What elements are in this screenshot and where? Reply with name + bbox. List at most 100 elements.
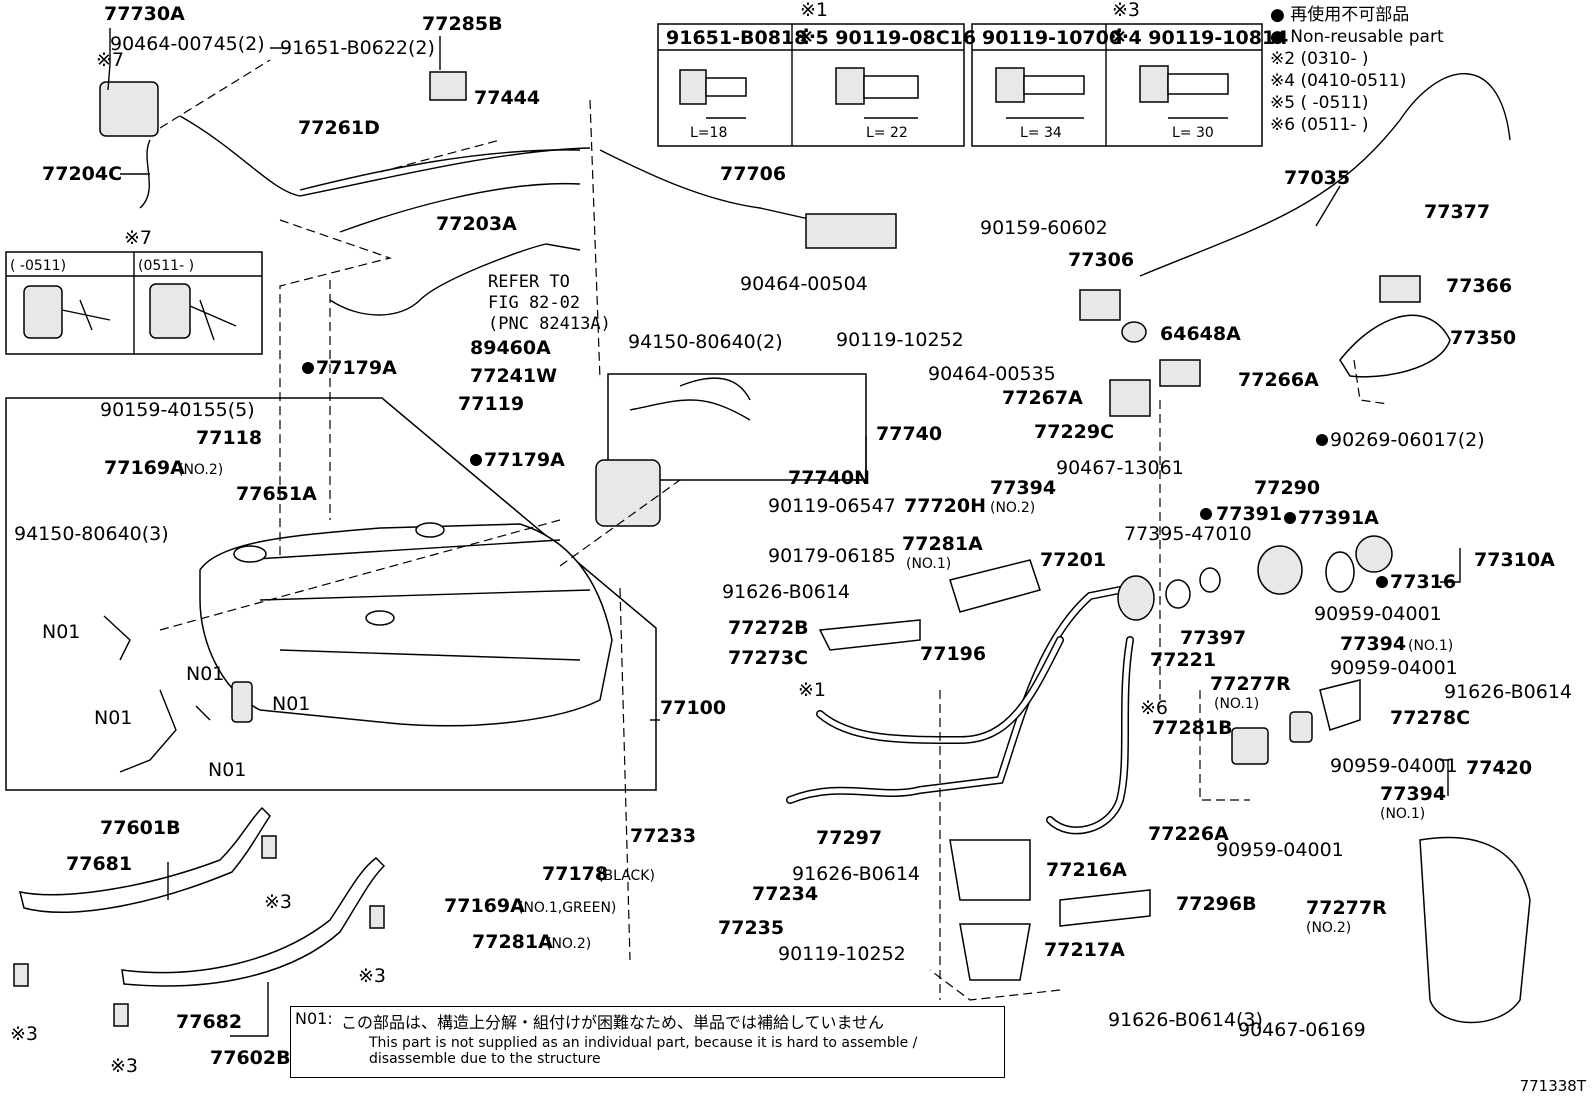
actuator-77266A [1159,359,1201,387]
bracket-77216A [949,839,1031,901]
bolt-shank-icon [705,77,747,97]
label-77394-no1-a: 77394 [1340,633,1406,655]
fuel-door-77350 [1339,314,1451,378]
bracket-77272B [818,619,921,651]
leader-solid [107,28,1461,1037]
bolt-head-icon [995,67,1025,103]
bracket-77217A [959,923,1031,981]
label-mark1: ※1 [798,679,826,701]
legend-r2: ※2 (0310- ) [1270,49,1369,69]
legend-r5: ※5 ( -0511) [1270,93,1369,113]
label-77720H: 77720H [904,495,986,517]
label-77316: 77316 [1390,571,1456,593]
label-77272B: 77272B [728,617,809,639]
label-77178-sub: (BLACK) [598,868,655,884]
refer-line3: (PNC 82413A) [488,314,611,334]
ring-77391A [1325,551,1355,593]
label-90467-06169: 90467-06169 [1238,1019,1366,1041]
label-77281B: 77281B [1152,717,1233,739]
label-77234: 77234 [752,883,818,905]
bolt-icon [369,905,385,929]
label-mark7-a: ※7 [96,49,124,71]
label-mark3-c: ※3 [10,1023,38,1045]
filler-neck [1117,575,1155,621]
label-77706: 77706 [720,163,786,185]
label-n01-b: N01 [186,663,224,685]
label-77277R-no2: 77277R [1306,897,1387,919]
protector-77277R-no2 [1419,836,1531,1024]
label-77397: 77397 [1180,627,1246,649]
label-77118: 77118 [196,427,262,449]
lever-77306 [1079,289,1121,321]
label-64648A: 64648A [1160,323,1241,345]
label-mark3-a: ※3 [264,891,292,913]
bolt-head-icon [835,67,865,105]
label-77350: 77350 [1450,327,1516,349]
label-77377: 77377 [1424,201,1490,223]
label-mark3-d: ※3 [110,1055,138,1077]
label-77281A-no1-sub: (NO.1) [906,556,951,572]
valve-77277R [1231,727,1269,765]
label-77394-no2-sub: (NO.2) [990,500,1035,516]
hinge-77366 [1379,275,1421,303]
label-77420: 77420 [1466,757,1532,779]
label-77281A-no2-sub: (NO.2) [546,936,591,952]
group1-col2-header: ※5 90119-08C16 [797,27,976,49]
bolt-shank-icon [863,75,919,99]
label-mark3-b: ※3 [358,965,386,987]
label-90464-00504: 90464-00504 [740,273,868,295]
label-77297: 77297 [816,827,882,849]
label-77226A: 77226A [1148,823,1229,845]
label-89460A: 89460A [470,337,551,359]
note-en-line1: This part is not supplied as an individu… [369,1035,918,1051]
label-77391: 77391 [1216,503,1282,525]
label-90269-06017: 90269-06017(2) [1330,429,1485,451]
grommet-64648A [1121,321,1147,343]
label-77277R-no1: 77277R [1210,673,1291,695]
n01-note-box: N01: この部品は、構造上分解・組付けが困難なため、単品では補給していません … [290,1006,1005,1078]
ring-77397 [1165,579,1191,609]
label-77169A-no1: 77169A [444,895,525,917]
label-90464-00535: 90464-00535 [928,363,1056,385]
label-90159-60602: 90159-60602 [980,217,1108,239]
leader-lines [159,59,1389,1001]
label-77100: 77100 [660,697,726,719]
label-90467-13061: 90467-13061 [1056,457,1184,479]
label-77306: 77306 [1068,249,1134,271]
group3-col2-header: ※4 90119-10814 [1110,27,1288,49]
label-77444: 77444 [474,87,540,109]
legend-en: ● Non-reusable part [1270,27,1444,47]
label-77651A: 77651A [236,483,317,505]
label-77169A-no1-sub: (NO.1,GREEN) [518,900,616,916]
label-77169A-no2: 77169A [104,457,185,479]
group1-col2-length: L= 22 [866,125,908,141]
vapor-tubes [99,71,1511,316]
figure-id: 771338T [1519,1077,1586,1095]
bolt-shank-icon [1167,73,1229,95]
clamp-77285B [429,71,467,101]
label-77394-no1-b-sub: (NO.1) [1380,806,1425,822]
protector-77296B [1059,889,1151,927]
gasket-77290 [1257,545,1303,595]
brackets [818,275,1531,1024]
protector-77281A [949,559,1041,613]
legend-r4: ※4 (0410-0511) [1270,71,1407,91]
strap-77601B [18,806,271,913]
label-77277R-no2-sub: (NO.2) [1306,920,1351,936]
label-mark7-b: ※7 [124,227,152,249]
bracket-77267A [1109,379,1151,417]
group3-col1-length: L= 34 [1020,125,1062,141]
canister-icon [23,285,63,339]
label-90119-10252a: 90119-10252 [836,329,964,351]
label-77217A: 77217A [1044,939,1125,961]
tank-straps [13,806,386,1027]
label-90119-06547: 90119-06547 [768,495,896,517]
label-77281A-no1: 77281A [902,533,983,555]
label-90959-04001-c: 90959-04001 [1330,755,1458,777]
label-77235: 77235 [718,917,784,939]
group3-col2-length: L= 30 [1172,125,1214,141]
inset-right-header: (0511- ) [138,258,194,274]
note-key: N01: [295,1009,333,1028]
charcoal-canister [595,373,867,527]
